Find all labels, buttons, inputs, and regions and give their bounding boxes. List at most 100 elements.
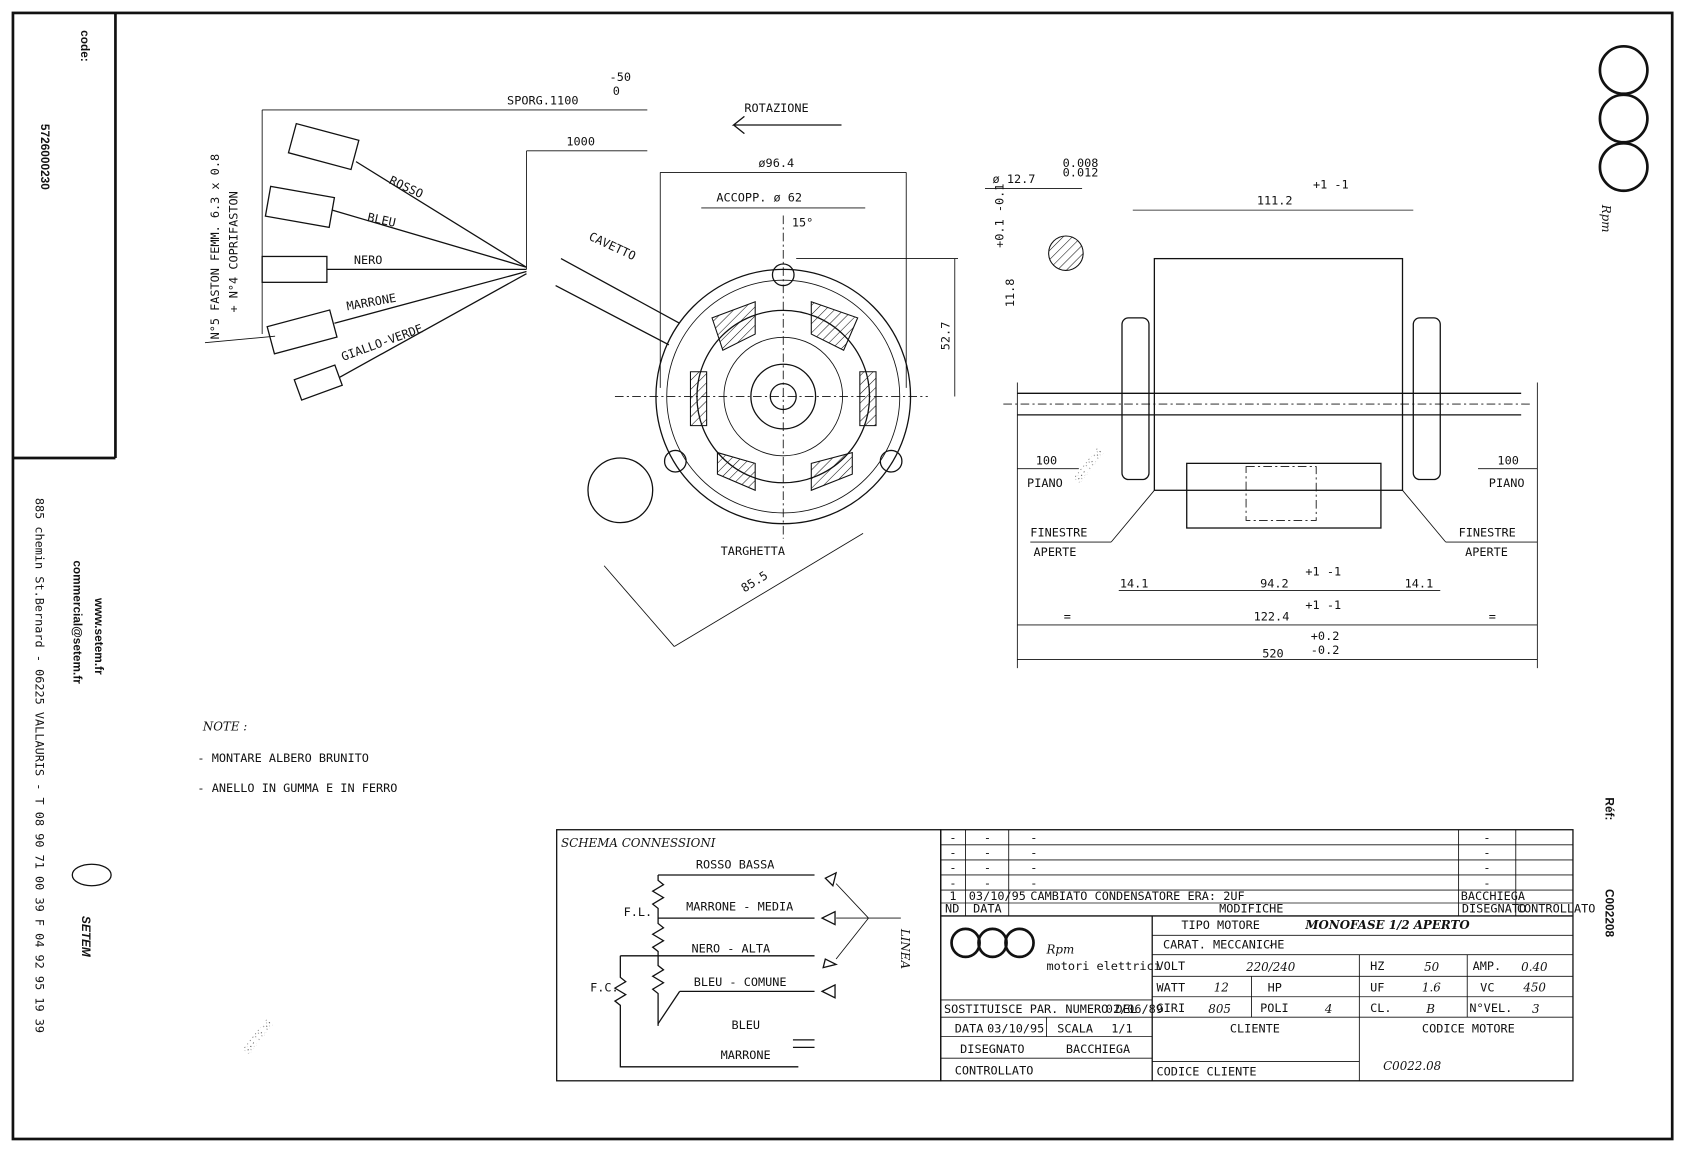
notes: NOTE : - MONTARE ALBERO BRUNITO - ANELLO…	[197, 720, 397, 795]
note-item: - ANELLO IN GUMMA E IN FERRO	[197, 781, 397, 795]
windows-label: APERTE	[1465, 545, 1508, 559]
drawing-text: SCALA	[1057, 1021, 1093, 1035]
drawing-text: -	[1483, 861, 1490, 875]
schema-line-label: MARRONE - MEDIA	[686, 900, 793, 914]
drawing-text: HZ	[1370, 959, 1384, 973]
sporg-tol: -50	[610, 70, 631, 84]
d94-dim: 94.2	[1260, 576, 1289, 590]
drawing-text: SOSTITUISCE PAR. NUMERO DEL	[944, 1002, 1137, 1016]
wire-leads: SPORG.1100 -50 0 1000 N°5 FASTON FEMM. 6…	[204, 70, 648, 401]
note-item: - MONTARE ALBERO BRUNITO	[197, 751, 368, 765]
drawing-text: CONTROLLATO	[1517, 902, 1596, 916]
windows-label: FINESTRE	[1030, 526, 1087, 540]
drawing-text: 1/1	[1111, 1021, 1132, 1035]
schema-title: SCHEMA CONNESSIONI	[561, 836, 716, 850]
drawing-text: VC	[1480, 980, 1494, 994]
d122-dim: 122.4	[1254, 610, 1290, 624]
tb-logo: Rpm	[1045, 943, 1074, 957]
rpm-logo-icon	[1598, 44, 1649, 96]
setem-logo-icon	[71, 863, 112, 887]
faston-note: + N°4 COPRIFASTON	[226, 191, 240, 312]
drawing-text: DISEGNATO	[960, 1042, 1024, 1056]
drawing-text: BACCHIEGA	[1461, 889, 1525, 903]
drawing-text: DISEGNATO	[1462, 902, 1526, 916]
drawing-text: 1.6	[1422, 980, 1441, 994]
length-dim: 1000	[566, 134, 595, 148]
drawing-text: 1	[949, 889, 956, 903]
drawing-text: 3	[1532, 1002, 1540, 1016]
drawing-text: 03/10/95	[987, 1021, 1044, 1035]
rotation-label: ROTAZIONE	[744, 101, 808, 115]
drawing-text: ND	[945, 902, 959, 916]
drawing-text: -	[1483, 876, 1490, 890]
drawing-text: GIRI	[1157, 1001, 1186, 1015]
drawing-text: POLI	[1260, 1001, 1289, 1015]
drawing-text: HP	[1268, 980, 1282, 994]
d14-dim: 14.1	[1120, 576, 1149, 590]
drawing-text: AMP.	[1473, 959, 1502, 973]
flat-dim: 11.8	[1003, 279, 1017, 308]
windows-label: APERTE	[1034, 545, 1077, 559]
drawing-text: 12	[1214, 980, 1229, 994]
drawing-text: MONOFASE 1/2 APERTO	[1304, 918, 1470, 932]
drawing-text: -	[984, 861, 991, 875]
bleu-label: BLEU	[731, 1018, 760, 1032]
drawing-text: 0.40	[1521, 960, 1548, 974]
schema-line-label: BLEU - COMUNE	[694, 975, 787, 989]
drawing-text: -	[949, 831, 956, 845]
drawing-text: WATT	[1157, 980, 1186, 994]
length-dim: 111.2	[1257, 194, 1293, 208]
drawing-text: -	[949, 861, 956, 875]
drawing-text: N°VEL.	[1469, 1001, 1512, 1015]
drawing-text: CODICE CLIENTE	[1157, 1064, 1257, 1078]
piano-label: PIANO	[1027, 476, 1063, 490]
linea-label: LINEA	[898, 928, 912, 969]
connection-schema: SCHEMA CONNESSIONI ROSSO BASSA MARRONE -…	[556, 829, 942, 1082]
drawing-text: VOLT	[1157, 959, 1186, 973]
drawing-text: B	[1425, 1002, 1435, 1016]
watermark: SETEM	[239, 1017, 275, 1058]
drawing-text: -	[984, 876, 991, 890]
drawing-text: CONTROLLATO	[955, 1063, 1034, 1077]
drawing-text: MODIFICHE	[1219, 902, 1283, 916]
drawing-text: 50	[1424, 960, 1440, 974]
tol: 0.008	[1063, 156, 1099, 170]
drawing-text: 02/06/89	[1106, 1002, 1163, 1016]
eq-dim: =	[1489, 610, 1496, 624]
drawing-text: -	[984, 846, 991, 860]
drawing-text: DATA	[973, 902, 1002, 916]
tol: +1 -1	[1305, 598, 1341, 612]
shaft-dia-dim: ø 12.7	[993, 172, 1036, 186]
tol: +0.2	[1311, 629, 1340, 643]
drawing-text: -	[1030, 876, 1037, 890]
wire-label: GIALLO-VERDE	[339, 321, 424, 363]
tb-logo-sub: motori elettrici	[1046, 959, 1160, 973]
right-brand: Rpm Réf: C002208	[1598, 44, 1649, 938]
drawing-text: CODICE MOTORE	[1422, 1021, 1515, 1035]
wire-label: NERO	[354, 253, 383, 267]
tol: -0.2	[1311, 643, 1340, 657]
tol: +1 -1	[1305, 564, 1341, 578]
drawing-text: 220/240	[1245, 960, 1296, 974]
drawing-frame	[11, 11, 1674, 1141]
wire-label: BLEU	[366, 210, 397, 230]
ref-label: Réf:	[1602, 797, 1616, 820]
fc-label: F.C.	[590, 980, 619, 994]
wire-label: MARRONE	[345, 291, 397, 313]
sidebar-brand: SETEM	[79, 916, 93, 958]
angle-dim: 15°	[792, 215, 813, 229]
code-label: code:	[78, 30, 92, 62]
drawing-text: -	[1030, 831, 1037, 845]
rpm-logo-icon	[950, 927, 981, 959]
drawing-text: CAMBIATO CONDENSATORE ERA: 2UF	[1030, 889, 1244, 903]
piano-label: PIANO	[1489, 476, 1525, 490]
drawing-text: -	[949, 846, 956, 860]
eq-dim: =	[1064, 610, 1071, 624]
sidebar-code: code: 5726000230 www.setem.fr commercial…	[33, 30, 112, 1033]
drawing-text: BACCHIEGA	[1066, 1042, 1130, 1056]
drawing-text: 450	[1522, 980, 1546, 994]
tol: 0.012	[1063, 166, 1099, 180]
